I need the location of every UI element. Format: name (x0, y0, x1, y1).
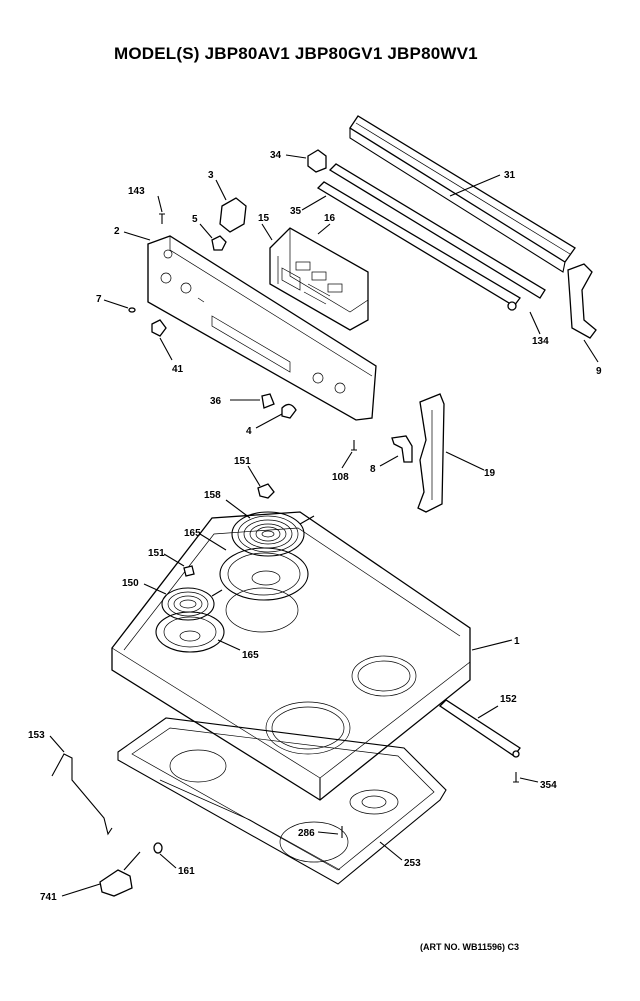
callout-15: 15 (258, 213, 270, 224)
part-rail-strip (316, 163, 546, 311)
callout-150: 150 (122, 578, 139, 589)
callout-5: 5 (192, 214, 198, 225)
callout-151-small: 151 (148, 548, 165, 559)
callout-19: 19 (484, 468, 496, 479)
diagram-title: MODEL(S) JBP80AV1 JBP80GV1 JBP80WV1 (114, 44, 478, 63)
part-34-clip (307, 149, 327, 173)
part-152-end (512, 750, 520, 758)
part-253-burner-box (117, 717, 447, 885)
part-19-side-bracket (417, 393, 445, 513)
callout-2: 2 (114, 226, 120, 237)
part-36-clip (261, 393, 275, 409)
callout-3: 3 (208, 170, 214, 181)
art-number: (ART NO. WB11596) C3 (420, 942, 520, 952)
part-8-bracket (391, 435, 413, 463)
part-9-bracket (567, 263, 597, 339)
part-5-nut (211, 235, 227, 251)
callout-153: 153 (28, 730, 45, 741)
part-741-terminal (99, 869, 133, 897)
callout-41: 41 (172, 364, 184, 375)
callout-108: 108 (332, 472, 349, 483)
part-354-screw (513, 772, 519, 783)
callout-253: 253 (404, 858, 421, 869)
callout-1: 1 (514, 636, 520, 647)
part-165-drip-pan-small (155, 611, 225, 653)
callout-8: 8 (370, 464, 376, 475)
part-151-cap (257, 483, 275, 499)
callout-354: 354 (540, 780, 557, 791)
part-161-grommet (153, 842, 163, 854)
part-108-screw (351, 440, 357, 451)
callout-152: 152 (500, 694, 517, 705)
callout-741: 741 (40, 892, 57, 903)
callout-158: 158 (204, 490, 221, 501)
part-150-small-element (161, 587, 223, 621)
part-153-wire (51, 753, 113, 836)
callout-34: 34 (270, 150, 282, 161)
callout-165-large: 165 (184, 528, 201, 539)
part-2-control-panel (147, 235, 377, 421)
leader-lines (49, 154, 599, 897)
callout-151-top: 151 (234, 456, 251, 467)
callout-35: 35 (290, 206, 302, 217)
part-1-cooktop (111, 511, 471, 801)
part-41-knob (151, 319, 167, 337)
callout-286: 286 (298, 828, 315, 839)
part-3-bracket (219, 197, 247, 233)
callout-36: 36 (210, 396, 222, 407)
part-31-trim (349, 115, 576, 273)
callout-7: 7 (96, 294, 102, 305)
part-152-rod (438, 699, 521, 757)
callout-31: 31 (504, 170, 516, 181)
part-4-knob (281, 403, 297, 419)
callout-165-small: 165 (242, 650, 259, 661)
callout-16: 16 (324, 213, 336, 224)
part-7-screw (128, 307, 136, 313)
callout-134: 134 (532, 336, 549, 347)
part-741-lead (123, 851, 141, 871)
part-151-small-cap (183, 565, 195, 577)
part-165-drip-pan-large (219, 547, 309, 601)
part-16-control-board (269, 227, 369, 331)
callout-143: 143 (128, 186, 145, 197)
callout-4: 4 (246, 426, 252, 437)
callout-labels: 34 31 3 143 35 16 15 5 2 7 134 9 41 36 4… (28, 150, 602, 903)
callout-161: 161 (178, 866, 195, 877)
callout-9: 9 (596, 366, 602, 377)
part-143-screw (159, 213, 165, 224)
part-158-large-element (231, 511, 315, 557)
